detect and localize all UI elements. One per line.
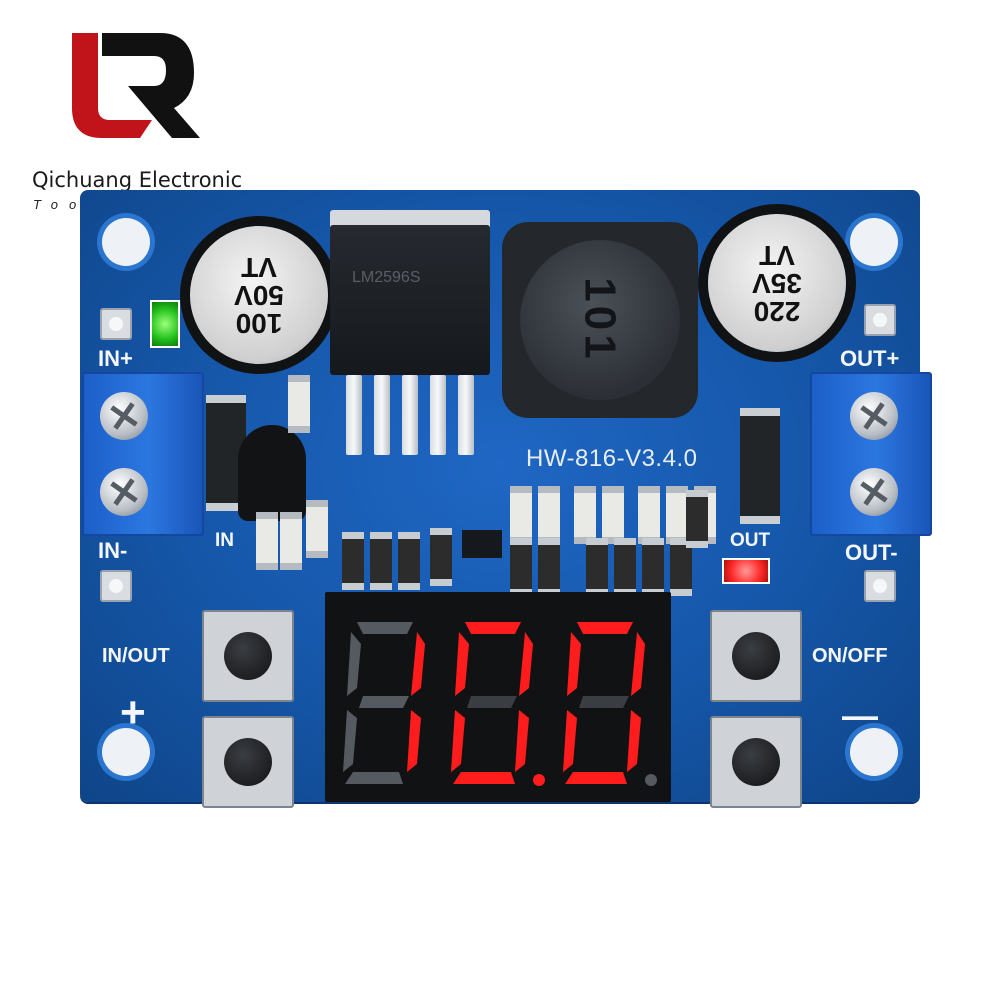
regulator-ic-marking: LM2596S <box>352 269 421 286</box>
out-minus-label: OUT- <box>845 540 898 565</box>
inductor-marking: 101 <box>575 277 625 363</box>
mounting-hole-top-left <box>102 218 150 266</box>
input-cap-series: VT <box>241 252 277 283</box>
input-cap-value: 100 <box>235 308 283 339</box>
smd-capacitor <box>686 490 708 548</box>
smd-resistor <box>538 486 560 544</box>
ic-pin <box>346 375 362 455</box>
ic-pin <box>430 375 446 455</box>
in-out-button-label: IN/OUT <box>102 645 170 667</box>
mounting-hole-bottom-right <box>850 728 898 776</box>
plus-button-label: + <box>120 688 146 737</box>
output-cap-series: VT <box>759 240 795 271</box>
power-led-green <box>150 300 180 348</box>
plus-button[interactable] <box>202 716 294 808</box>
smd-resistor <box>574 486 596 544</box>
in-out-button[interactable] <box>202 610 294 702</box>
input-plus-screw-icon[interactable] <box>100 392 148 440</box>
digit-2 <box>451 622 545 786</box>
smd-capacitor <box>586 538 608 596</box>
minus-button-label: — <box>842 695 878 736</box>
out-led-label: OUT <box>730 530 771 551</box>
output-led-red <box>722 558 770 584</box>
output-cap-value: 220 <box>753 296 801 327</box>
smd-capacitor <box>642 538 664 596</box>
smd-resistor <box>510 486 532 544</box>
out-plus-label: OUT+ <box>840 346 900 371</box>
in-led-label: IN <box>215 530 234 551</box>
smd-capacitor <box>398 532 420 590</box>
sot-chip <box>462 530 502 558</box>
regulator-ic <box>330 225 490 375</box>
smd-resistor <box>256 512 278 570</box>
output-plus-screw-icon[interactable] <box>850 392 898 440</box>
smd-capacitor <box>342 532 364 590</box>
mounting-hole-bottom-left <box>102 728 150 776</box>
output-minus-pad <box>864 570 896 602</box>
minus-button-knob[interactable] <box>732 738 780 786</box>
input-cap-voltage: 50V <box>234 280 284 311</box>
input-terminal-block[interactable] <box>82 372 204 536</box>
model-number: HW-816-V3.4.0 <box>526 445 698 472</box>
output-cap-voltage: 35V <box>752 268 802 299</box>
output-capacitor: 220 35V VT <box>708 214 846 352</box>
input-capacitor: 100 50V VT <box>190 226 328 364</box>
on-off-button-knob[interactable] <box>732 632 780 680</box>
smd-resistor <box>638 486 660 544</box>
ic-pin <box>458 375 474 455</box>
smd-capacitor <box>510 538 532 596</box>
smd-resistor <box>602 486 624 544</box>
minus-button[interactable] <box>710 716 802 808</box>
digit-3 <box>563 622 657 786</box>
in-out-button-knob[interactable] <box>224 632 272 680</box>
display-digits-icon <box>343 622 657 786</box>
power-inductor: 101 <box>502 222 698 418</box>
smd-resistor <box>666 486 688 544</box>
smd-resistor <box>288 375 310 433</box>
pcb-board: IN+ IN- OUT+ OUT- IN OUT IN/OUT ON/OFF +… <box>80 190 932 808</box>
input-minus-pad <box>100 570 132 602</box>
on-off-button-label: ON/OFF <box>812 645 888 667</box>
smd-resistor <box>280 512 302 570</box>
in-plus-label: IN+ <box>98 346 133 371</box>
smd-resistor <box>306 500 328 558</box>
ic-pin <box>374 375 390 455</box>
input-plus-pad <box>100 308 132 340</box>
brand-name: Qichuang Electronic <box>32 168 243 192</box>
smd-capacitor <box>538 538 560 596</box>
digit-1 <box>343 622 425 784</box>
output-terminal-block[interactable] <box>810 372 932 536</box>
smd-capacitor <box>430 528 452 586</box>
smd-capacitor <box>370 532 392 590</box>
input-minus-screw-icon[interactable] <box>100 468 148 516</box>
transistor <box>238 425 306 521</box>
output-diode <box>740 408 780 524</box>
plus-button-knob[interactable] <box>224 738 272 786</box>
in-minus-label: IN- <box>98 538 128 563</box>
mounting-hole-top-right <box>850 218 898 266</box>
ic-pin <box>402 375 418 455</box>
smd-capacitor <box>614 538 636 596</box>
smd-capacitor <box>670 538 692 596</box>
brand-logo-icon <box>72 33 200 138</box>
on-off-button[interactable] <box>710 610 802 702</box>
output-minus-screw-icon[interactable] <box>850 468 898 516</box>
output-plus-pad <box>864 304 896 336</box>
seven-segment-display <box>325 592 671 802</box>
